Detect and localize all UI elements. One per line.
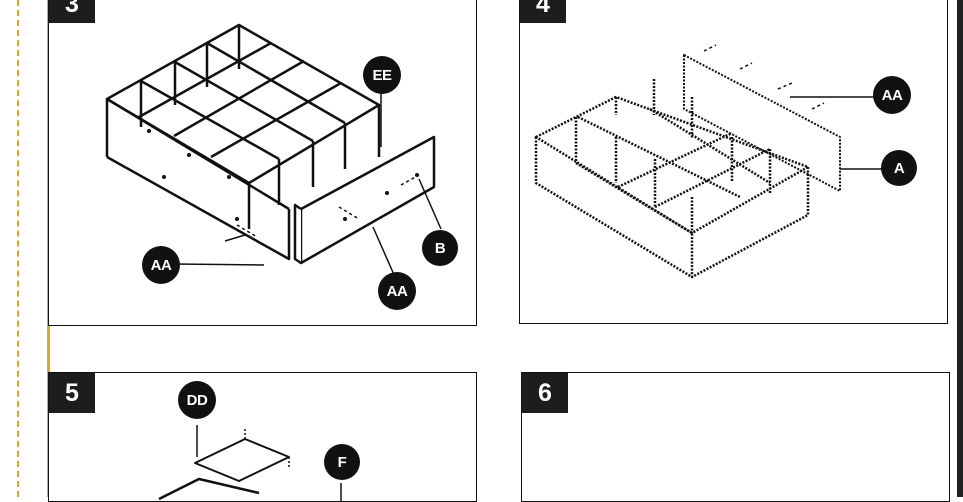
step-number-badge: 5 — [49, 373, 95, 413]
assembly-diagram-cube-organizer-icon — [105, 23, 442, 278]
step-4-panel: 4 — [519, 0, 948, 324]
callout-aa-right: AA — [378, 272, 416, 310]
callout-dd: DD — [178, 381, 216, 419]
callout-b: B — [422, 230, 458, 266]
step-5-panel: 5 DD F — [48, 372, 477, 502]
dashed-margin-rule — [17, 0, 19, 497]
step-number-badge: 3 — [49, 0, 95, 23]
step-number-badge: 6 — [522, 373, 568, 413]
callout-a: A — [881, 150, 917, 186]
callout-ee: EE — [363, 56, 401, 94]
callout-aa: AA — [873, 76, 911, 114]
panel-attach-diagram-icon — [534, 44, 882, 279]
callout-f: F — [324, 444, 360, 480]
page-edge — [957, 0, 963, 497]
top-panel-diagram-icon — [158, 425, 342, 501]
step-number-badge: 4 — [520, 0, 566, 23]
callout-aa-left: AA — [142, 246, 180, 284]
step-3-panel: 3 — [48, 0, 477, 326]
step-6-panel: 6 — [521, 372, 950, 502]
